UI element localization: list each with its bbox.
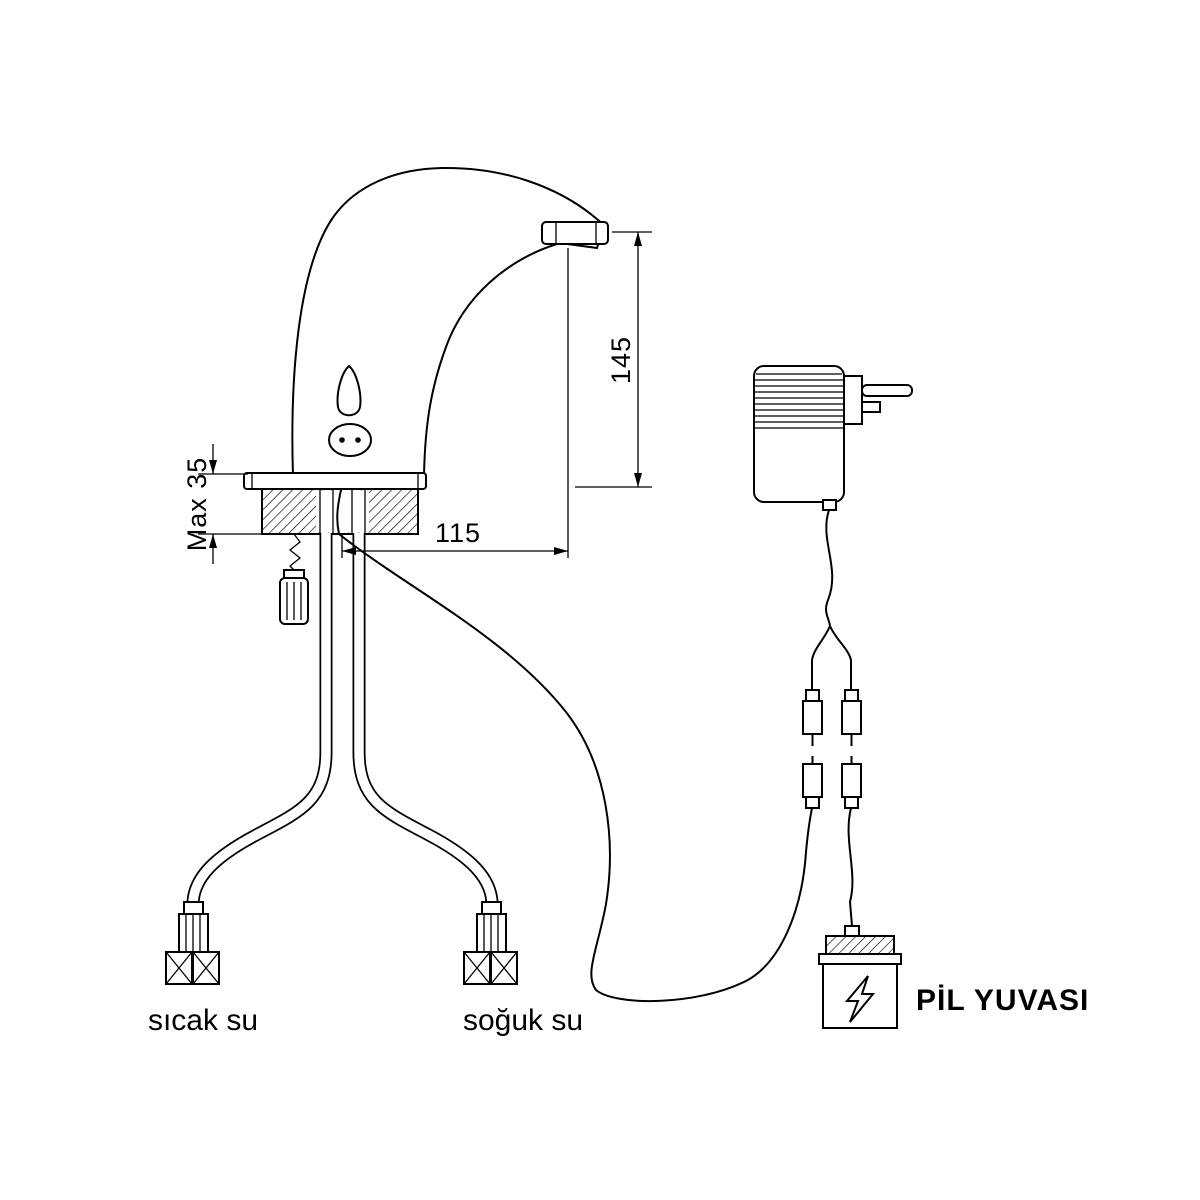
sensor-window (328, 423, 372, 457)
battery-cable (847, 807, 854, 927)
cold-hose-fitting (463, 901, 518, 985)
base-flange (243, 472, 427, 490)
aerator (541, 221, 609, 245)
cold-water-label: soğuk su (463, 1004, 583, 1037)
adapter-plug-step (861, 401, 881, 413)
connector-upper-left (802, 689, 823, 746)
faucet-body (291, 166, 606, 477)
dimension-115: 115 (341, 248, 569, 558)
battery-holder (818, 925, 902, 1029)
faucet (243, 166, 609, 625)
battery-holder-label: PİL YUVASI (916, 984, 1089, 1017)
dimension-145: 145 (575, 231, 652, 488)
fixing-stud (279, 533, 309, 625)
dim-145-label: 145 (606, 336, 636, 384)
dim-max35-label: Max 35 (182, 457, 212, 552)
hot-water-hose (186, 533, 333, 904)
sensor-cable (336, 489, 813, 1003)
cable-split-left (811, 625, 831, 690)
adapter-plug-base (843, 375, 863, 425)
cold-water-hose (352, 533, 499, 904)
dim-115-label: 115 (435, 518, 481, 548)
adapter-cable-boss (822, 499, 837, 511)
connector-upper-right (841, 689, 862, 746)
connector-lower-left (802, 756, 823, 809)
hot-hose-fitting (165, 901, 220, 985)
cable-assembly (802, 509, 862, 927)
lightning-bolt-icon (844, 975, 876, 1023)
adapter-plug-pin (861, 384, 913, 397)
adapter-cable (825, 509, 834, 627)
faucet-handle (336, 364, 362, 417)
adapter-ribs (754, 373, 844, 429)
cable-split-right (829, 625, 852, 690)
connector-lower-right (841, 756, 862, 809)
dimension-max-35: Max 35 (182, 444, 268, 564)
hot-water-label: sıcak su (148, 1004, 258, 1037)
supply-hoses (165, 533, 518, 985)
power-adapter (753, 365, 913, 511)
